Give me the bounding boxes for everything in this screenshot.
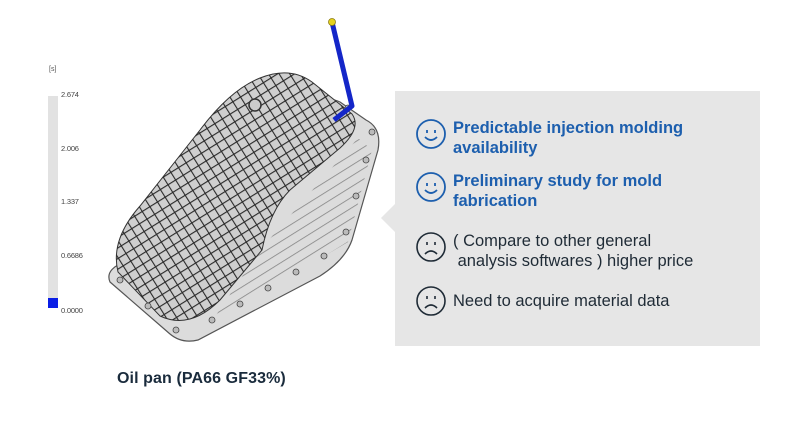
sad-face-icon	[416, 232, 446, 262]
panel-pointer	[381, 204, 395, 232]
legend-low-swatch	[48, 298, 58, 308]
time-legend: [s] 2.674 2.006 1.337 0.6686 0.0000	[48, 66, 128, 326]
con-text-line1: ( Compare to other general	[453, 232, 652, 250]
smiley-face-icon	[416, 172, 446, 202]
part-caption: Oil pan (PA66 GF33%)	[117, 370, 286, 387]
pro-text-line2: fabrication	[453, 192, 538, 210]
con-text-line1: Need to acquire material data	[453, 292, 670, 310]
legend-color-bar	[48, 96, 58, 308]
pro-item: Predictable injection molding availabili…	[415, 118, 683, 158]
con-item: Need to acquire material data	[415, 285, 669, 317]
legend-tick: 1.337	[61, 197, 79, 206]
pros-cons-panel: Predictable injection molding availabili…	[381, 91, 760, 346]
legend-unit: [s]	[49, 66, 57, 73]
con-item: ( Compare to other general analysis soft…	[415, 231, 693, 271]
pro-text-line2: availability	[453, 139, 538, 157]
legend-tick: 0.6686	[61, 251, 83, 260]
smiley-face-icon	[416, 119, 446, 149]
pro-text-line1: Preliminary study for mold	[453, 172, 663, 190]
legend-tick-min: 0.0000	[61, 306, 83, 315]
legend-tick-max: 2.674	[61, 90, 79, 99]
pro-text-line1: Predictable injection molding	[453, 119, 684, 137]
pro-item: Preliminary study for mold fabrication	[415, 171, 662, 211]
con-text-line2: analysis softwares ) higher price	[453, 252, 694, 270]
sad-face-icon	[416, 286, 446, 316]
oil-pan-model	[108, 18, 380, 342]
legend-tick: 2.006	[61, 144, 79, 153]
